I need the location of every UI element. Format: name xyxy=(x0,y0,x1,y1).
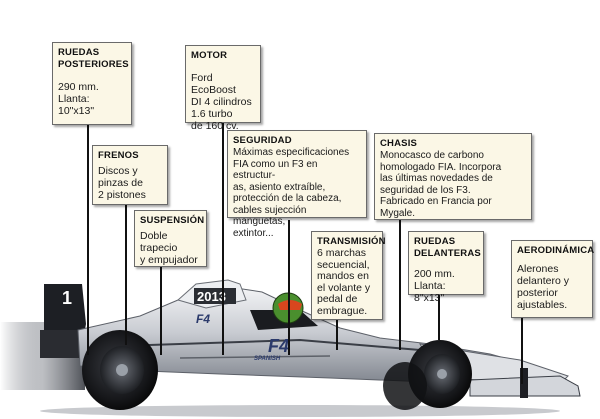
leader-ruedas-posteriores xyxy=(87,125,89,355)
callout-text: Máximas especificaciones FIA como un F3 … xyxy=(233,147,350,239)
rear-wing-number: 1 xyxy=(62,288,73,308)
callout-ruedas-delanteras: RUEDAS DELANTERAS 200 mm. Llanta: 8"x13" xyxy=(408,231,484,304)
callout-text: Doble trapecio y empujador xyxy=(140,230,198,266)
callout-text: 6 marchas secuencial, mandos en el volan… xyxy=(317,247,371,317)
leader-ruedas-delanteras xyxy=(438,295,440,340)
leader-chasis xyxy=(399,220,401,350)
callout-title: MOTOR xyxy=(191,50,228,61)
sidepod-stripe xyxy=(119,338,421,351)
sidepod-stripe-2 xyxy=(179,355,331,359)
callout-motor: MOTOR Ford EcoBoost DI 4 cilindros 1.6 t… xyxy=(185,45,261,132)
sidepod-logo: F4 xyxy=(268,336,290,356)
callout-text: Ford EcoBoost DI 4 cilindros 1.6 turbo d… xyxy=(191,72,252,132)
callout-title: TRANSMISIÓN xyxy=(317,236,386,247)
callout-seguridad: SEGURIDAD Máximas especificaciones FIA c… xyxy=(227,130,367,239)
sidepod-subtext: SPANISH xyxy=(254,356,281,362)
callout-text: Monocasco de carbono homologado FIA. Inc… xyxy=(380,150,502,219)
callout-aerodinamica: AERODINÁMICA Alerones delantero y poster… xyxy=(511,240,595,318)
helmet-visor xyxy=(278,300,302,310)
ground-shadow xyxy=(40,405,560,417)
callout-suspension: SUSPENSIÓN Doble trapecio y empujador xyxy=(134,210,207,267)
leader-suspension xyxy=(160,267,162,355)
far-front-tyre xyxy=(383,362,427,410)
callout-title: RUEDAS POSTERIORES xyxy=(58,47,129,70)
callout-text: 200 mm. Llanta: 8"x13" xyxy=(414,268,455,304)
callout-text: Discos y pinzas de 2 pistones xyxy=(98,165,146,201)
front-hub xyxy=(437,369,447,379)
callout-title: SUSPENSIÓN xyxy=(140,215,205,226)
rear-sidepod-logo: F4 xyxy=(196,312,211,326)
engine-number: 2013 xyxy=(197,289,226,304)
rear-hub xyxy=(116,364,128,376)
leader-frenos xyxy=(125,205,127,345)
callout-frenos: FRENOS Discos y pinzas de 2 pistones xyxy=(92,145,168,205)
engine-number-panel xyxy=(194,288,236,304)
callout-title: CHASIS xyxy=(380,138,418,149)
callout-title: FRENOS xyxy=(98,150,139,161)
leader-transmision xyxy=(288,220,290,355)
callout-title: RUEDAS DELANTERAS xyxy=(414,236,481,259)
callout-text: Alerones delantero y posterior ajustable… xyxy=(517,263,569,311)
callout-text: 290 mm. Llanta: 10"x13" xyxy=(58,81,99,117)
callout-title: SEGURIDAD xyxy=(233,135,292,146)
callout-chasis: CHASIS Monocasco de carbono homologado F… xyxy=(374,133,532,220)
leader-aerodinamica xyxy=(521,318,523,384)
callout-title: AERODINÁMICA xyxy=(517,245,595,256)
leader-motor xyxy=(222,123,224,355)
callout-transmision: TRANSMISIÓN 6 marchas secuencial, mandos… xyxy=(311,231,386,320)
leader-seguridad xyxy=(336,320,338,350)
callout-ruedas-posteriores: RUEDAS POSTERIORES 290 mm. Llanta: 10"x1… xyxy=(52,42,132,125)
front-wing-endplate xyxy=(520,368,528,398)
f4-car-illustration xyxy=(0,279,581,417)
